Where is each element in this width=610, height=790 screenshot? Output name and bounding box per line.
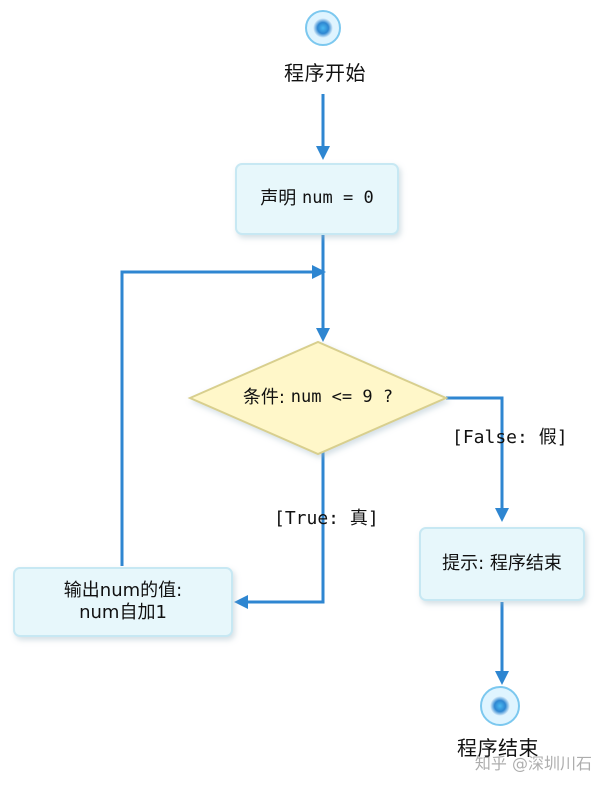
arrow-false-branch (446, 396, 509, 522)
true-branch-label: [True: 真] (274, 508, 379, 529)
start-label: 程序开始 (284, 61, 366, 85)
false-branch-label: [False: 假] (452, 427, 568, 448)
end-node-icon (480, 686, 520, 726)
condition-diamond (187, 340, 449, 456)
declare-box (235, 163, 399, 235)
watermark-label: 知乎 @深圳川石 (474, 754, 592, 773)
arrow-loop-back (120, 265, 326, 566)
prompt-box (419, 527, 585, 601)
end-label: 程序结束 (457, 736, 539, 760)
arrow-true-branch (234, 450, 325, 609)
output-box (13, 567, 233, 637)
start-node-icon (305, 10, 341, 46)
